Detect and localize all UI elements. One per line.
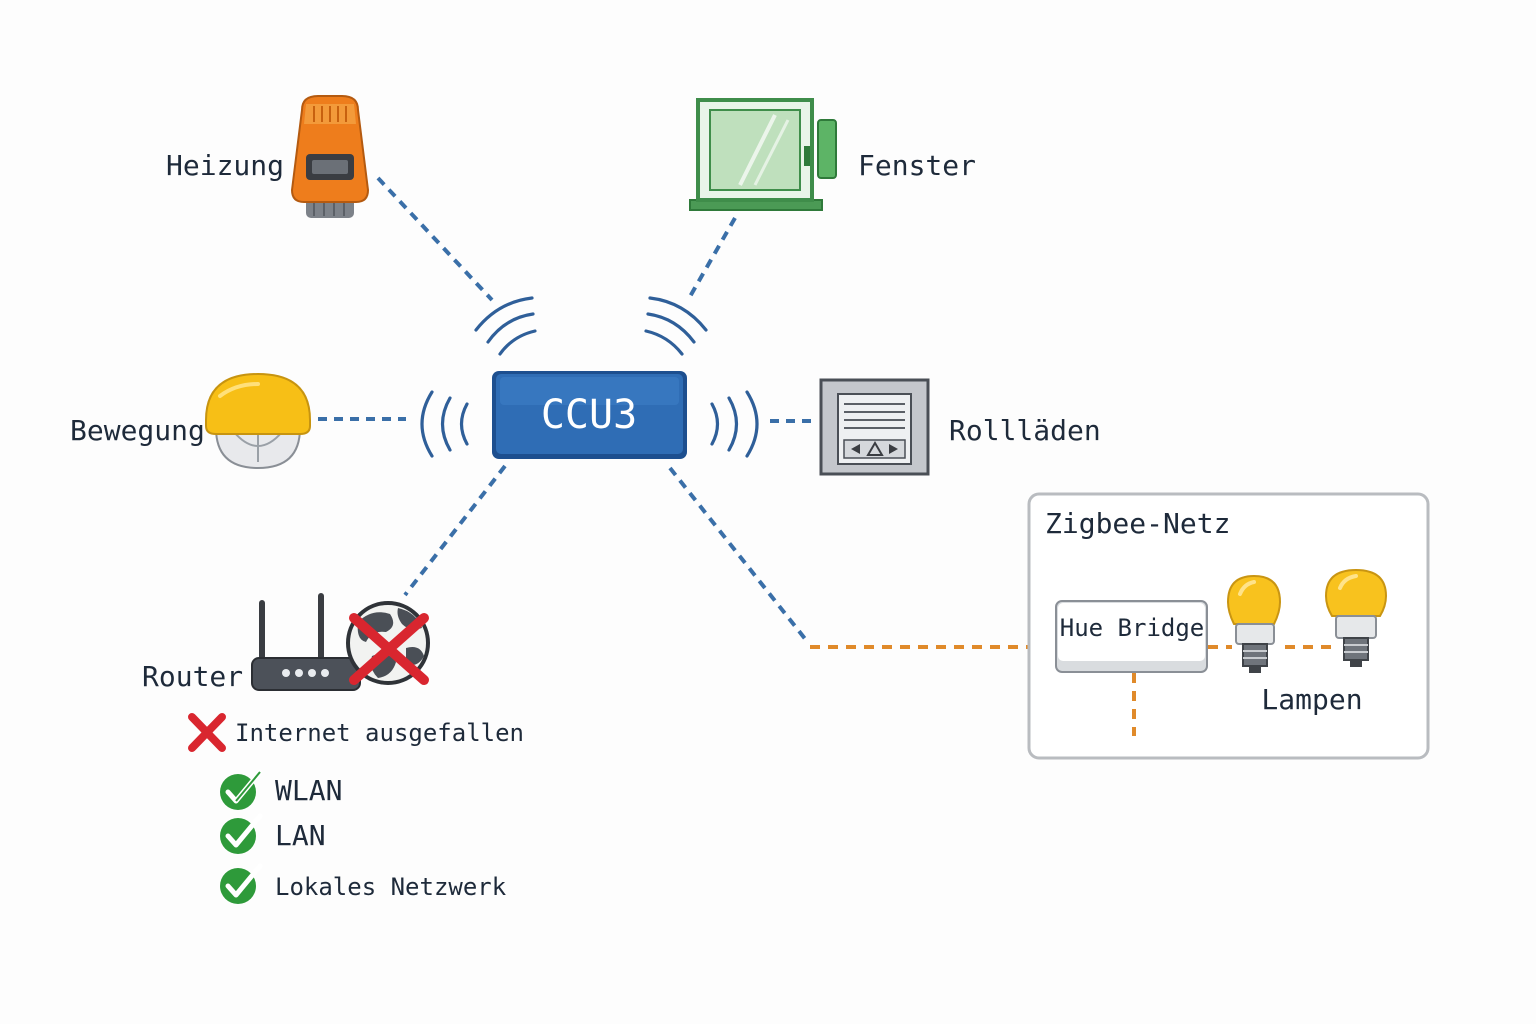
check-icon	[220, 863, 263, 904]
label-bewegung: Bewegung	[70, 414, 205, 447]
light-bulb-icon	[1226, 574, 1282, 673]
status-internet-failed: Internet ausgefallen	[235, 719, 524, 747]
status-ok-wlan: WLAN	[275, 774, 342, 807]
check-icon	[220, 813, 263, 854]
shutter-control-icon	[819, 378, 930, 476]
label-router: Router	[142, 660, 243, 693]
connections	[318, 176, 1050, 649]
label-fenster: Fenster	[858, 149, 976, 182]
hue-bridge[interactable]: Hue Bridge	[1055, 600, 1208, 673]
hub-label: CCU3	[541, 392, 637, 438]
router-icon	[251, 593, 361, 691]
link-heizung	[376, 176, 494, 302]
label-rolllaeden: Rollläden	[949, 414, 1101, 447]
status-ok-lan: LAN	[275, 819, 326, 852]
link-fenster	[686, 217, 737, 301]
zigbee-group: Zigbee-Netz Hue Bridge Lampe	[1027, 492, 1430, 760]
motion-sensor-icon	[205, 372, 311, 470]
thermostat-icon	[290, 95, 370, 218]
globe-crossed-icon	[346, 601, 430, 685]
cross-icon	[188, 713, 226, 752]
status-list: Internet ausgefallen WLAN LAN Lokales Ne…	[188, 713, 524, 904]
link-router	[403, 464, 507, 597]
radio-waves	[420, 296, 759, 458]
bridge-label: Hue Bridge	[1060, 614, 1205, 642]
check-icon	[220, 769, 263, 810]
ccu3-hub[interactable]: CCU3	[492, 371, 687, 459]
window-sensor-icon	[689, 98, 837, 211]
link-zigbee	[668, 466, 808, 642]
status-ok-local-network: Lokales Netzwerk	[275, 873, 507, 901]
light-bulb-icon	[1324, 568, 1388, 667]
lamps-label: Lampen	[1261, 683, 1362, 716]
zigbee-title: Zigbee-Netz	[1045, 507, 1230, 540]
label-heizung: Heizung	[166, 149, 284, 182]
